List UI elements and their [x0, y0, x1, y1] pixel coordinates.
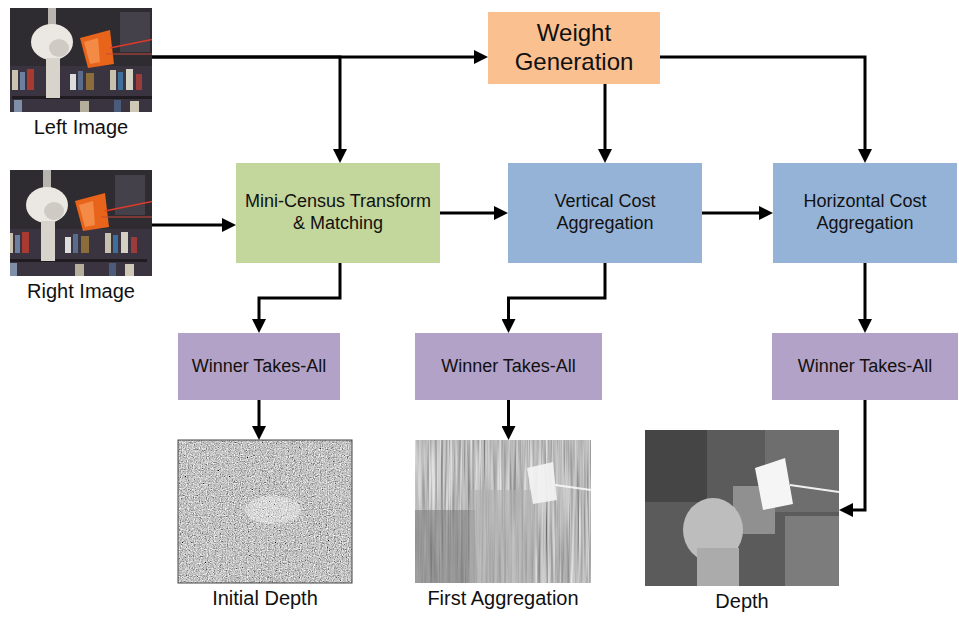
image-area	[645, 430, 839, 586]
process-box: Mini-Census Transform & Matching	[236, 163, 440, 263]
flow-arrow	[509, 263, 606, 327]
box-label: Vertical Cost Aggregation	[516, 191, 694, 234]
box-label: Winner Takes-All	[192, 356, 327, 378]
process-box: Winner Takes-All	[772, 333, 958, 400]
image-node: Left Image	[10, 8, 152, 139]
left-photo-scene	[10, 8, 152, 112]
flow-arrow	[440, 212, 502, 215]
image-node: Depth	[645, 430, 839, 613]
box-label: Weight Generation	[496, 19, 652, 77]
process-box: Vertical Cost Aggregation	[508, 163, 702, 263]
depth-map	[645, 430, 839, 586]
flow-arrow	[864, 263, 867, 327]
flow-arrow	[604, 84, 607, 157]
image-caption: Depth	[645, 589, 839, 613]
image-caption: Initial Depth	[178, 586, 352, 610]
right-photo	[10, 170, 152, 276]
process-box: Winner Takes-All	[178, 333, 340, 400]
depth-cone	[755, 458, 793, 510]
flow-arrow	[152, 57, 340, 157]
depth-region	[785, 516, 839, 586]
flow-arrow	[507, 400, 510, 434]
region	[470, 490, 535, 583]
image-caption: First Aggregation	[415, 586, 591, 610]
image-area	[10, 170, 152, 276]
flow-arrow	[152, 224, 230, 227]
bright-line	[555, 485, 591, 490]
initial-depth-map	[178, 440, 352, 583]
flow-arrow	[845, 400, 865, 510]
noise-field	[178, 440, 352, 583]
streak-field	[415, 440, 591, 583]
faint-structure	[245, 496, 301, 524]
image-area	[178, 440, 352, 583]
image-caption: Left Image	[10, 115, 152, 139]
bright-region	[527, 462, 557, 504]
box-label: Winner Takes-All	[441, 356, 576, 378]
box-label: Mini-Census Transform & Matching	[244, 191, 432, 234]
depth-background	[645, 430, 839, 586]
image-node: Initial Depth	[178, 440, 352, 610]
image-node: Right Image	[10, 170, 152, 303]
image-caption: Right Image	[10, 279, 152, 303]
flow-arrow	[660, 57, 865, 157]
flow-arrow	[702, 212, 767, 215]
process-box: Winner Takes-All	[415, 333, 602, 400]
image-node: First Aggregation	[415, 440, 591, 610]
region	[415, 510, 475, 583]
box-label: Winner Takes-All	[798, 356, 933, 378]
process-box: Horizontal Cost Aggregation	[773, 163, 957, 263]
right-photo-scene	[10, 170, 152, 276]
flow-arrow	[259, 263, 340, 327]
image-area	[415, 440, 591, 583]
box-label: Horizontal Cost Aggregation	[781, 191, 949, 234]
depth-region	[645, 430, 707, 502]
process-box: Weight Generation	[488, 12, 660, 84]
first-aggregation-map	[415, 440, 591, 583]
image-area	[10, 8, 152, 112]
depth-stick	[790, 485, 839, 492]
flow-arrow	[258, 400, 261, 434]
left-photo	[10, 8, 152, 112]
depth-region	[697, 548, 739, 586]
image-frame	[178, 440, 352, 583]
